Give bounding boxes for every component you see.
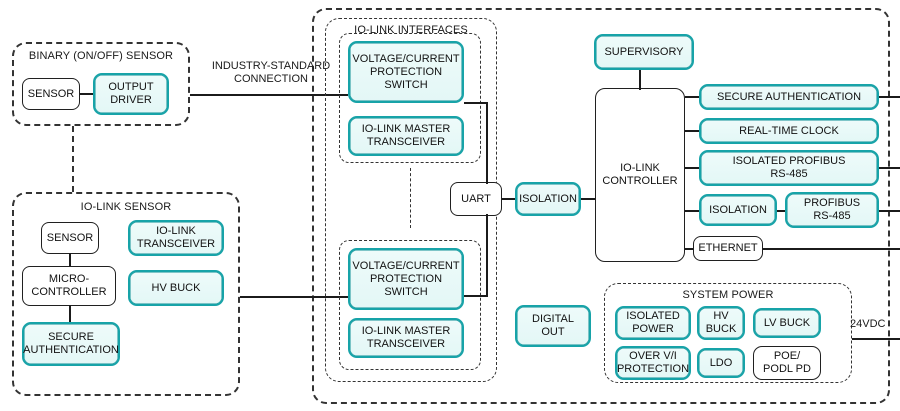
line-sensor-to-microcontroller: [69, 253, 71, 267]
line-controller-to-rtc: [685, 130, 700, 132]
block-sensor-binary[interactable]: SENSOR: [22, 78, 80, 110]
line-sensor-to-output-driver: [80, 93, 94, 95]
block-micro-controller[interactable]: MICRO- CONTROLLER: [22, 266, 116, 306]
line-uart-up-stub: [464, 102, 488, 104]
block-voltage-current-protection-switch-top[interactable]: VOLTAGE/CURRENT PROTECTION SWITCH: [348, 41, 464, 103]
group-iolink-sensor-title: IO-LINK SENSOR: [80, 201, 172, 213]
block-sensor-iolink[interactable]: SENSOR: [41, 222, 99, 254]
block-uart[interactable]: UART: [450, 182, 502, 216]
line-ethernet-out: [762, 248, 900, 250]
block-supervisory[interactable]: SUPERVISORY: [594, 34, 694, 70]
block-hv-buck-power[interactable]: HV BUCK: [697, 306, 745, 340]
block-real-time-clock[interactable]: REAL-TIME CLOCK: [699, 118, 879, 144]
line-controller-to-isolation-profibus: [685, 210, 700, 212]
group-binary-sensor: BINARY (ON/OFF) SENSOR: [12, 42, 190, 126]
line-microcontroller-to-secure-auth: [69, 305, 71, 323]
group-binary-sensor-title: BINARY (ON/OFF) SENSOR: [28, 50, 174, 62]
group-system-power: SYSTEM POWER: [604, 283, 852, 383]
line-controller-to-isolated-profibus: [685, 167, 700, 169]
block-isolation-uart[interactable]: ISOLATION: [515, 182, 581, 216]
line-uart-down: [486, 214, 488, 296]
line-uart-to-isolation: [502, 198, 516, 200]
block-voltage-current-protection-switch-bottom[interactable]: VOLTAGE/CURRENT PROTECTION SWITCH: [348, 248, 464, 310]
line-profibus-out: [879, 210, 900, 212]
group-interfaces-top-inner: [339, 33, 481, 163]
block-lv-buck[interactable]: LV BUCK: [753, 308, 821, 338]
block-secure-authentication-sensor[interactable]: SECURE AUTHENTICATION: [22, 322, 120, 366]
block-ldo[interactable]: LDO: [697, 348, 745, 378]
block-iolink-controller[interactable]: IO-LINK CONTROLLER: [595, 88, 685, 262]
line-24vdc-supply: [852, 338, 900, 340]
block-secure-authentication[interactable]: SECURE AUTHENTICATION: [699, 84, 879, 110]
line-isolation-to-controller: [581, 198, 597, 200]
block-over-vi-protection[interactable]: OVER V/I PROTECTION: [615, 346, 691, 380]
group-system-power-title: SYSTEM POWER: [682, 289, 774, 301]
group-iolink-sensor: IO-LINK SENSOR: [12, 192, 240, 396]
block-isolated-profibus[interactable]: ISOLATED PROFIBUS RS-485: [699, 150, 879, 186]
line-isolated-profibus-out: [879, 167, 900, 169]
block-poe-podl-pd[interactable]: POE/ PODL PD: [753, 346, 821, 380]
group-interfaces-bottom-inner: [339, 240, 481, 370]
line-uart-down-stub: [464, 295, 488, 297]
block-iolink-master-transceiver-top[interactable]: IO-LINK MASTER TRANSCEIVER: [348, 116, 464, 156]
line-industry-standard-connection: [190, 94, 348, 96]
line-supervisory-to-controller: [639, 70, 641, 90]
block-iolink-transceiver[interactable]: IO-LINK TRANSCEIVER: [128, 220, 224, 256]
block-output-driver[interactable]: OUTPUT DRIVER: [93, 73, 169, 115]
line-uart-up: [486, 102, 488, 184]
line-controller-to-secure-auth: [685, 96, 700, 98]
label-24vdc: 24VDC: [850, 318, 886, 330]
label-industry-standard-connection: INDUSTRY-STANDARD CONNECTION: [211, 60, 331, 85]
group-outer-boundary: [312, 8, 890, 404]
block-isolation-profibus[interactable]: ISOLATION: [699, 194, 777, 226]
block-digital-out[interactable]: DIGITAL OUT: [515, 305, 591, 347]
block-ethernet[interactable]: ETHERNET: [693, 236, 763, 261]
dashed-channel-separator: [410, 168, 411, 228]
dashed-connector-binary-to-iolink-sensor: [72, 126, 74, 192]
line-iolink-sensor-to-interfaces: [240, 296, 348, 298]
line-isolation-to-profibus: [777, 210, 786, 212]
line-secure-auth-out: [879, 96, 900, 98]
block-hv-buck-sensor[interactable]: HV BUCK: [128, 270, 224, 306]
line-controller-to-ethernet: [685, 248, 695, 250]
block-iolink-master-transceiver-bottom[interactable]: IO-LINK MASTER TRANSCEIVER: [348, 318, 464, 358]
block-isolated-power[interactable]: ISOLATED POWER: [615, 306, 691, 340]
block-profibus-rs485[interactable]: PROFIBUS RS-485: [785, 192, 879, 228]
